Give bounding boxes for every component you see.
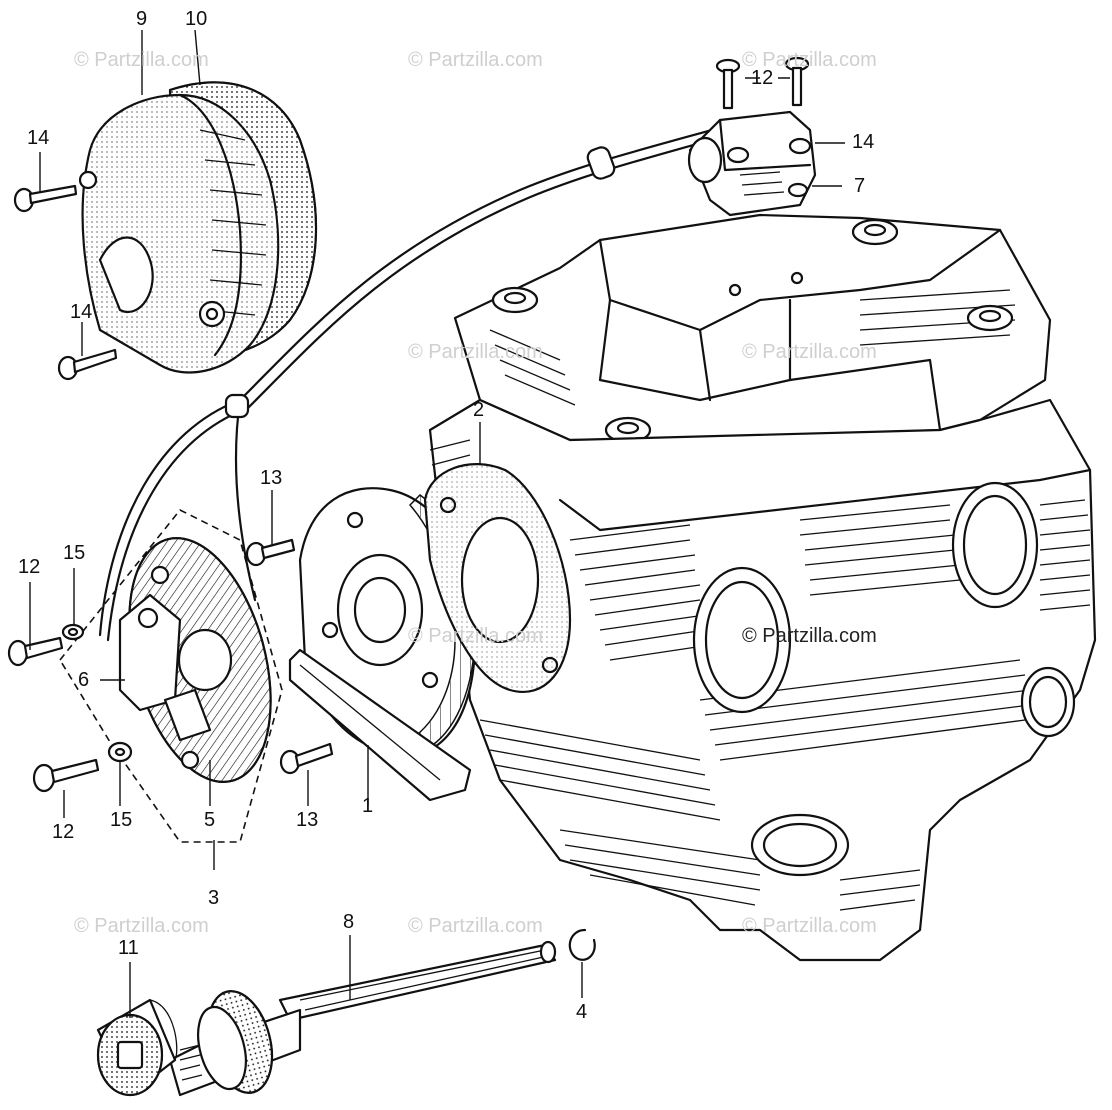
part-11-bearing bbox=[96, 998, 178, 1097]
callout-14-upper-left: 14 bbox=[27, 127, 50, 149]
part-9-10-contact-breaker-cover bbox=[78, 81, 318, 374]
callout-13-lower: 13 bbox=[296, 809, 319, 831]
cylinder-head bbox=[428, 213, 1097, 962]
callout-15-lower: 15 bbox=[110, 809, 133, 831]
part-14-screws-left bbox=[13, 184, 118, 381]
watermark: © Partzilla.com bbox=[742, 49, 877, 71]
callout-6: 6 bbox=[78, 669, 90, 691]
watermark: © Partzilla.com bbox=[74, 915, 209, 937]
part-13-screws bbox=[245, 538, 334, 775]
callout-3: 3 bbox=[208, 887, 220, 909]
callout-14-lower-left: 14 bbox=[70, 301, 93, 323]
callout-13-upper: 13 bbox=[260, 467, 283, 489]
watermark: © Partzilla.com bbox=[742, 341, 877, 363]
watermark: © Partzilla.com bbox=[742, 915, 877, 937]
callout-15-upper: 15 bbox=[63, 542, 86, 564]
callout-14-right: 14 bbox=[852, 131, 875, 153]
part-12-screws-top bbox=[715, 56, 810, 110]
callout-4: 4 bbox=[576, 1001, 588, 1023]
callout-5: 5 bbox=[204, 809, 216, 831]
part-12-15-screws-washers bbox=[7, 623, 133, 793]
callout-7: 7 bbox=[854, 175, 866, 197]
callout-2: 2 bbox=[473, 399, 485, 421]
watermark: © Partzilla.com bbox=[74, 49, 209, 71]
callout-10: 10 bbox=[185, 8, 208, 30]
callout-8: 8 bbox=[343, 911, 355, 933]
part-8-camshaft bbox=[168, 940, 557, 1097]
part-2-gasket bbox=[423, 463, 572, 693]
leader-lines bbox=[29, 29, 845, 1018]
callout-9: 9 bbox=[136, 8, 148, 30]
callout-1: 1 bbox=[362, 795, 374, 817]
callout-12-left: 12 bbox=[18, 556, 41, 578]
callout-12-lower: 12 bbox=[52, 821, 75, 843]
callout-11: 11 bbox=[118, 937, 139, 959]
wire-harness bbox=[98, 123, 738, 642]
watermark: © Partzilla.com bbox=[408, 49, 543, 71]
watermark: © Partzilla.com bbox=[408, 625, 543, 647]
watermark-dark: © Partzilla.com bbox=[742, 625, 877, 647]
watermark: © Partzilla.com bbox=[408, 341, 543, 363]
watermark: © Partzilla.com bbox=[408, 915, 543, 937]
callout-12-top: 12 bbox=[751, 67, 774, 89]
part-7-cable-clamp bbox=[687, 110, 817, 217]
part-4-circlip bbox=[568, 928, 596, 961]
